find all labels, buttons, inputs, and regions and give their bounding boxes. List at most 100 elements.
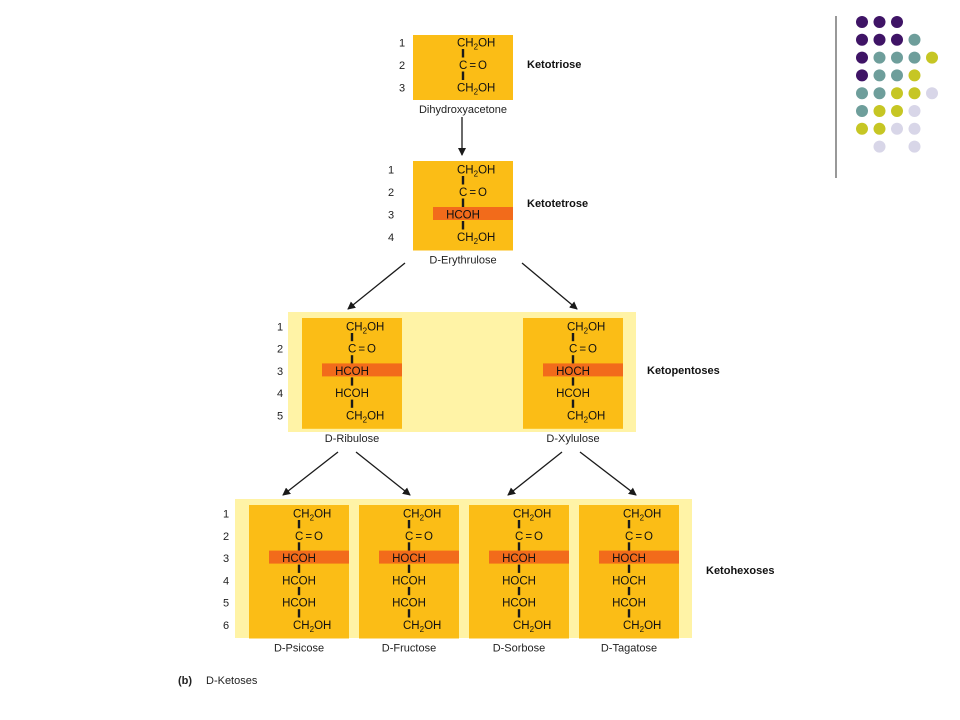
derivation-arrow xyxy=(347,262,406,310)
decor-dot xyxy=(873,69,886,82)
derivation-arrow xyxy=(507,451,563,496)
decor-dot xyxy=(873,87,886,100)
functional-group: HCOH xyxy=(335,366,369,378)
functional-group: CH2OH xyxy=(457,165,495,179)
functional-group: C=O xyxy=(348,344,376,356)
derivation-arrow xyxy=(579,451,637,496)
stereocenter-highlight xyxy=(379,550,459,564)
functional-group: HOCH xyxy=(612,553,646,565)
decor-dot xyxy=(908,33,921,46)
functional-group: C=O xyxy=(569,344,597,356)
functional-group: CH2OH xyxy=(346,322,384,336)
functional-group: HOCH xyxy=(392,553,426,565)
functional-group: CH2OH xyxy=(567,322,605,336)
functional-group: C=O xyxy=(459,187,487,199)
functional-group: HOCH xyxy=(612,575,646,587)
functional-group: HCOH xyxy=(502,553,536,565)
decor-dot xyxy=(891,105,903,117)
functional-group: CH2OH xyxy=(513,509,551,523)
decor-dot xyxy=(856,87,868,100)
functional-group: CH2OH xyxy=(403,620,441,634)
caption-text: D-Ketoses xyxy=(206,675,258,687)
functional-group: CH2OH xyxy=(346,410,384,424)
sugar-name: Dihydroxyacetone xyxy=(419,104,507,116)
functional-group: C=O xyxy=(295,531,323,543)
level-ketotriose: 123KetotrioseCH2OHC=OCH2OHDihydroxyaceto… xyxy=(399,35,581,116)
carbon-number: 1 xyxy=(388,165,394,177)
derivation-arrow xyxy=(355,451,411,496)
decor-dot xyxy=(908,69,921,82)
decor-dot xyxy=(856,33,868,46)
stereocenter-highlight xyxy=(599,550,679,564)
decor-dot xyxy=(908,87,921,100)
sugar-d-xylulose: CH2OH C=O HOCH HCOH CH2OH D-Xylulose xyxy=(523,318,623,445)
functional-group: HCOH xyxy=(282,553,316,565)
functional-group: CH2OH xyxy=(513,620,551,634)
functional-group: HCOH xyxy=(392,575,426,587)
decor-dot xyxy=(908,140,921,153)
decor-dot xyxy=(908,51,921,64)
level-ketotetrose: 1234KetotetroseCH2OHC=OHCOHCH2OHD-Erythr… xyxy=(388,161,588,267)
decor-dot xyxy=(873,16,886,28)
functional-group: CH2OH xyxy=(457,83,495,97)
decor-dot xyxy=(873,51,886,64)
class-label: Ketohexoses xyxy=(706,565,774,577)
level-ketopentoses: 12345KetopentosesCH2OHC=OHCOHHCOHCH2OHD-… xyxy=(277,318,720,445)
carbon-number: 5 xyxy=(223,598,229,610)
functional-group: HCOH xyxy=(335,388,369,400)
functional-group: C=O xyxy=(405,531,433,543)
decorative-dot-grid xyxy=(835,16,938,178)
class-label: Ketotetrose xyxy=(527,198,588,210)
derivation-arrows xyxy=(282,117,637,496)
carbon-number: 2 xyxy=(399,60,405,72)
carbon-number: 2 xyxy=(277,344,283,356)
functional-group: CH2OH xyxy=(567,410,605,424)
decor-dot xyxy=(873,33,886,46)
decor-dot xyxy=(926,87,938,100)
decor-dot xyxy=(856,105,868,117)
sugar-name: D-Xylulose xyxy=(546,433,599,445)
carbon-number: 1 xyxy=(223,509,229,521)
class-label: Ketopentoses xyxy=(647,365,720,377)
stereocenter-highlight xyxy=(489,550,569,564)
decor-dot xyxy=(856,51,868,64)
sugar-name: D-Erythrulose xyxy=(429,255,496,267)
decor-dot xyxy=(891,16,903,28)
carbon-number: 3 xyxy=(388,210,394,222)
carbon-number: 4 xyxy=(388,232,394,244)
class-label: Ketotriose xyxy=(527,59,581,71)
functional-group: HCOH xyxy=(392,598,426,610)
stereocenter-highlight xyxy=(543,363,623,377)
decor-dot xyxy=(873,122,886,135)
carbon-number: 6 xyxy=(223,620,229,632)
functional-group: CH2OH xyxy=(403,509,441,523)
decor-dot xyxy=(891,51,903,64)
carbon-number: 1 xyxy=(277,322,283,334)
functional-group: CH2OH xyxy=(457,232,495,246)
decor-dot xyxy=(891,122,903,135)
decor-dot xyxy=(891,69,903,82)
functional-group: HOCH xyxy=(502,575,536,587)
sugar-card xyxy=(413,35,513,100)
stereocenter-highlight xyxy=(269,550,349,564)
stereocenter-highlight xyxy=(322,363,402,377)
decor-dot xyxy=(908,122,921,135)
decor-dot xyxy=(926,51,938,64)
functional-group: HCOH xyxy=(556,388,590,400)
stereocenter-highlight xyxy=(433,207,513,220)
functional-group: CH2OH xyxy=(457,38,495,52)
decor-dot xyxy=(908,105,921,117)
level-ketohexoses: 123456KetohexosesCH2OHC=OHCOHHCOHHCOHCH2… xyxy=(223,505,774,655)
functional-group: HOCH xyxy=(556,366,590,378)
decor-dot xyxy=(891,33,903,46)
functional-group: CH2OH xyxy=(623,509,661,523)
sugar-name: D-Sorbose xyxy=(493,643,546,655)
carbon-number: 3 xyxy=(223,553,229,565)
carbon-number: 2 xyxy=(388,187,394,199)
functional-group: HCOH xyxy=(612,598,646,610)
